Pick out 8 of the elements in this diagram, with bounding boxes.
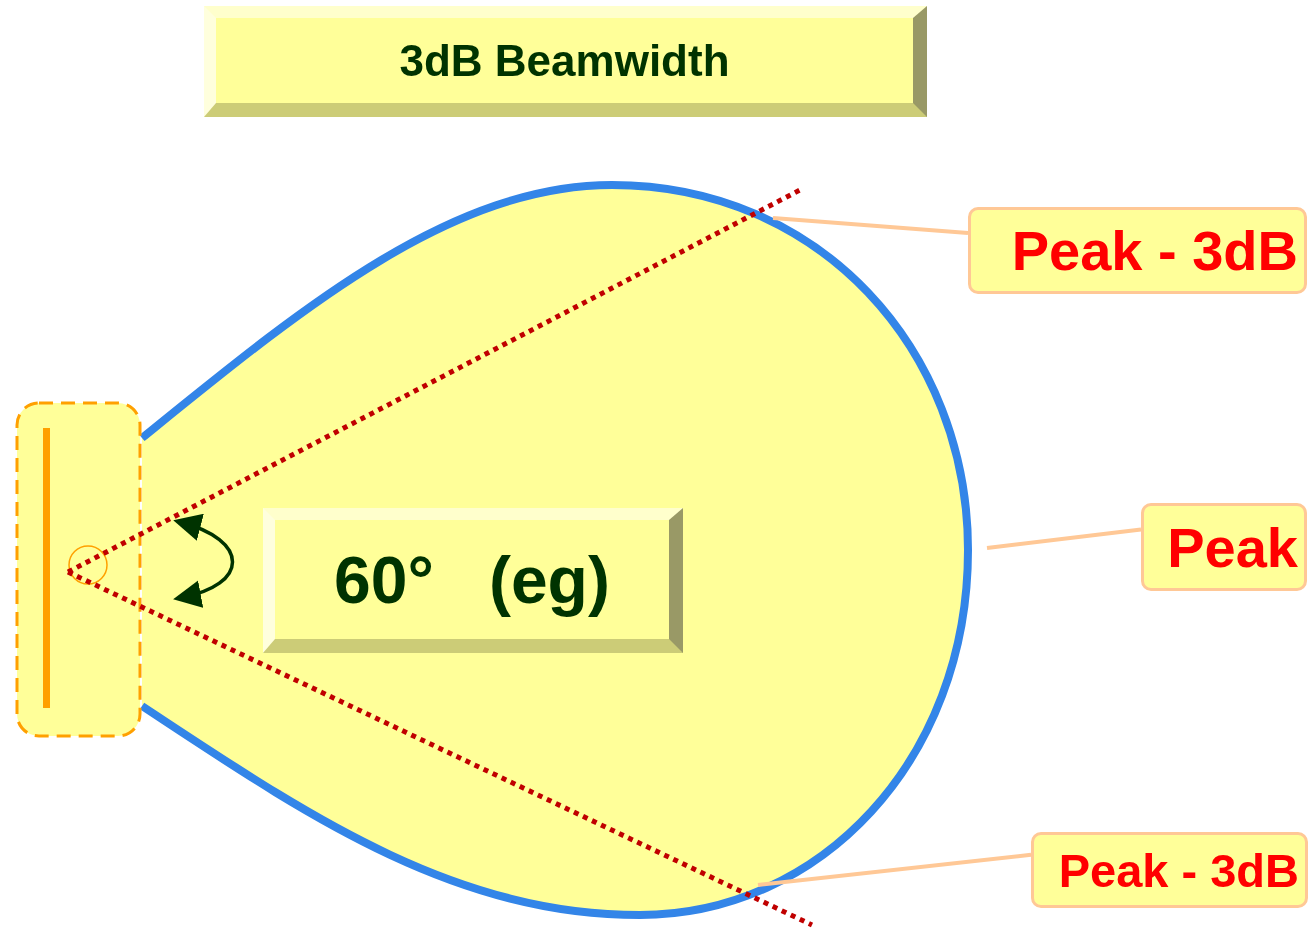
callout-label: Peak - 3dB (968, 207, 1307, 294)
leader-line (986, 527, 1142, 550)
leader-line (757, 852, 1032, 887)
callout-label: Peak (1141, 503, 1307, 591)
leader-line (772, 216, 969, 236)
angle-value-box: 60° (eg) (263, 508, 683, 653)
title-banner: 3dB Beamwidth (204, 6, 927, 117)
callout-label: Peak - 3dB (1031, 832, 1308, 908)
